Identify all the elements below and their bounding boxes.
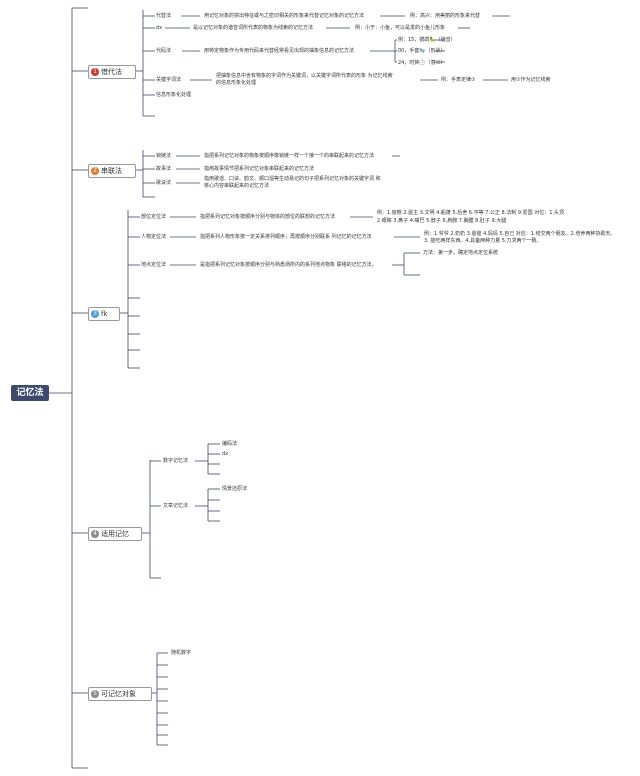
b1-item-label[interactable]: dx [156, 25, 163, 31]
b5-item[interactable]: 随机数字 [171, 650, 192, 656]
b1-item-label[interactable]: 代码法 [156, 48, 172, 54]
b1-item-desc: 的信息形象化处理 [216, 80, 257, 86]
b3-item-desc: 指把系列人物形象按一定关系排列顺序，再按顺序分别联系 列记忆的记忆方法 [200, 234, 372, 240]
b2-item-label[interactable]: 锁链法 [156, 153, 172, 159]
b2-item-label[interactable]: 歌诀法 [156, 180, 172, 186]
b1-item-example: 24，时钟🕒（意义） [398, 60, 446, 66]
b3-item-example: 方法：第一步，确定地点定位系统 [423, 250, 499, 256]
b4-group-label[interactable]: 文章记忆法 [163, 503, 189, 509]
b3-item-example: 例：1.窗檐 2.屋主 3.文明 4.船蓬 5.后舍 6.平等 7.公正 8.法… [377, 210, 565, 216]
b2-item-desc: 指用歌谣、口诀、韵文、顺口溜等生动易记的句子把系列记忆对象的关键字词 和 [204, 176, 381, 182]
b1-item-desc: 是以记忆对象的谐音词所代表的物象为线索的记忆方法 [193, 25, 314, 31]
b2-item-desc: 指用故事情节把系列记忆对象串联起来的记忆方法 [204, 166, 315, 172]
branch-2-label: 串联法 [101, 167, 122, 175]
b1-item-desc: 把抽象信息中含有物象的字词作为关键词，以关键字词所代表的形象 为记忆线索 [216, 73, 393, 79]
b3-item-label[interactable]: 部位定位法 [141, 214, 167, 220]
b1-item-example: 用①作为记忆线索 [511, 77, 551, 83]
branch-3-label: fk [101, 310, 108, 318]
b1-item-example: 例：小于：小鱼，可以是发的小鱼儿形象 [355, 25, 446, 31]
b1-item-example: 例：15，鹦鹉🦜（谐音） [398, 37, 456, 43]
b1-item-example: 例：高兴：用美丽的形象来代替 [410, 13, 481, 19]
b4-group-label[interactable]: 数字记忆法 [163, 458, 189, 464]
b4-sub-item[interactable]: 情景还原法 [222, 486, 248, 492]
b3-item-example: 例：1.爷爷 2.奶奶 3.爸爸 4.妈妈 5.自己 对应：1.结交两个朋友。2… [424, 231, 616, 237]
number-badge-1: 1 [91, 68, 99, 76]
branch-1-label: 借代法 [101, 68, 122, 76]
b1-item-example: 例：手表定律① [441, 77, 476, 83]
b4-sub-item[interactable]: dx [222, 451, 229, 457]
b2-item-desc: 核心内容串联起来的记忆方法 [204, 183, 270, 189]
b2-item-label[interactable]: 故事法 [156, 166, 172, 172]
b4-sub-item[interactable]: 编码法 [222, 441, 238, 447]
number-badge-5: 5 [91, 690, 99, 698]
number-badge-2: 2 [91, 167, 99, 175]
b1-item-label[interactable]: 代替法 [156, 13, 172, 19]
b3-item-example: 2.眼睛 3.鼻子 4.嘴巴 5.脖子 6.肩膀 7.胸膛 8.肚子 9.大腿 [377, 218, 507, 224]
b1-item-label[interactable]: 信息形象化处理 [156, 92, 192, 98]
b3-item-label[interactable]: 地点定位法 [141, 262, 167, 268]
number-badge-3: 3 [91, 310, 99, 318]
b3-item-example: 3. 能吃两样东西。4.具备两种力量 5.力求两个一致。 [424, 238, 542, 244]
b3-item-label[interactable]: 人物定位法 [141, 234, 167, 240]
b2-item-desc: 指把系列记忆对象的物象按顺序像锁链一样一个接一个的串联起来的记忆方法 [204, 153, 375, 159]
branch-4-label: 适用记忆 [101, 530, 129, 538]
branch-5-label: 可记忆对象 [101, 690, 136, 698]
b1-item-desc: 用特定物象作为专用代码来代替经常看见出现的抽象信息的记忆方法 [204, 48, 355, 54]
b1-item-example: 00，手套🧤（形状） [398, 48, 446, 54]
b1-item-desc: 用记忆对象的突出特征或与之密切相关的形象来代替记忆对象的记忆方法 [204, 13, 365, 19]
b1-item-label[interactable]: 关键字词法 [156, 77, 182, 83]
root-node[interactable]: 记忆法 [11, 385, 49, 401]
b3-item-desc: 是指把系列记忆对象按顺序分别与熟悉场所内的系列地点物象 联络的记忆方法。 [200, 262, 377, 268]
b3-item-desc: 指把系列记忆对象按顺序分别与物体的部位的联想的记忆方法 [200, 214, 336, 220]
number-badge-4: 4 [91, 530, 99, 538]
